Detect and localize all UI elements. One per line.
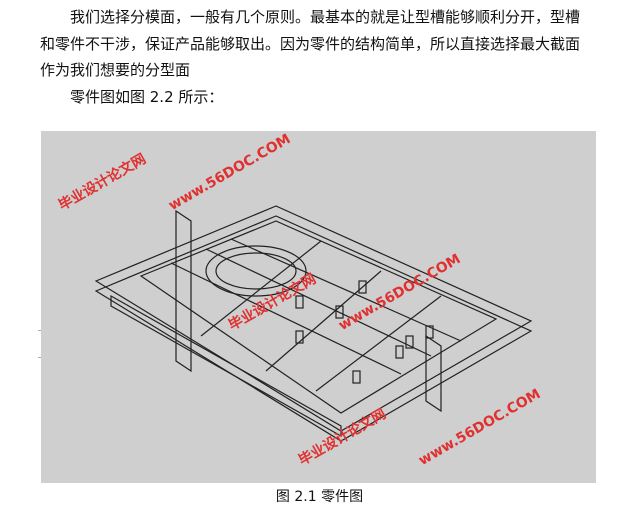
paragraph-line-2: 和零件不干涉，保证产品能够取出。因为零件的结构简单，所以直接选择最大截面 (40, 35, 581, 53)
part-drawing (94, 205, 533, 442)
paragraph-line-3: 作为我们想要的分型面 (40, 61, 191, 79)
paragraph-line-4: 零件图如图 2.2 所示： (70, 88, 224, 106)
part-figure (41, 131, 596, 483)
figure-caption: 图 2.1 零件图 (275, 489, 364, 505)
paragraph-line-1: 我们选择分模面，一般有几个原则。最基本的就是让型槽能够顺利分开，型槽 (70, 8, 581, 26)
